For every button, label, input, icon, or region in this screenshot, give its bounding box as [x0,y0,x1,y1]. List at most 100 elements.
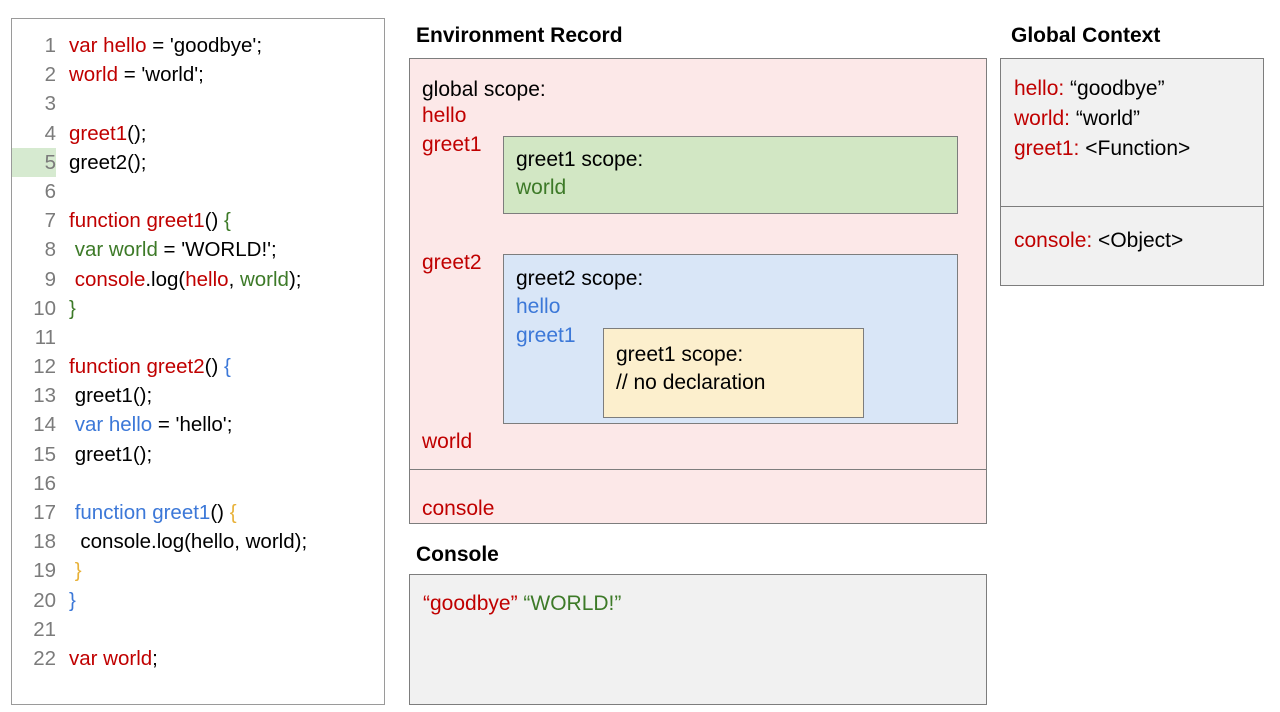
object-key: console: [1014,229,1093,252]
code-token: () [210,501,230,524]
code-line[interactable]: 17 function greet1() { [12,498,384,527]
code-token: () [204,209,224,233]
global-binding-greet1: greet1 [422,133,482,156]
global-context-objects-region: console: <Object> [1001,207,1263,285]
line-number: 7 [44,209,56,233]
line-number: 18 [33,530,56,554]
code-token: = 'WORLD!'; [157,238,277,262]
line-number: 20 [33,588,56,612]
code-token: { [229,501,237,524]
code-token: greet1(); [69,384,153,408]
code-line-text: var world = 'WORLD!'; [56,235,277,264]
line-number: 8 [44,238,56,262]
line-number: 14 [33,413,56,437]
code-line[interactable]: 22 var world; [12,644,384,673]
code-line-text: console.log(hello, world); [56,527,307,556]
code-token: { [223,209,231,233]
variable-key: greet1: [1014,137,1080,160]
console-title: Console [416,543,499,566]
code-line[interactable]: 19 } [12,556,384,585]
code-token: ; [152,646,158,670]
greet2-scope-binding-greet1: greet1 [516,324,576,347]
code-line[interactable]: 8 var world = 'WORLD!'; [12,235,384,264]
global-context-variable-row: world: “world” [1014,107,1140,131]
code-line[interactable]: 9 console.log(hello, world); [12,265,384,294]
code-line-text: var hello = 'goodbye'; [56,31,262,60]
variable-value: <Function> [1079,137,1191,160]
code-token: greet1 [69,121,128,145]
environment-record-panel: global scope: hello greet1 greet2 world … [409,58,987,524]
code-token: var world [69,238,158,262]
code-token: .log( [145,267,186,291]
line-number: 15 [33,442,56,466]
code-line[interactable]: 10} [12,294,384,323]
nested-greet1-scope-note: // no declaration [616,371,766,394]
greet1-scope-box: greet1 scope: world [503,136,958,214]
code-line-text: greet2(); [56,148,146,177]
code-line[interactable]: 11 [12,323,384,352]
code-line-text: var hello = 'hello'; [56,410,233,439]
greet2-scope-binding-hello: hello [516,295,561,318]
greet1-scope-label: greet1 scope: [516,148,644,171]
line-number: 16 [33,471,56,495]
line-number: 5 [12,147,56,177]
nested-greet1-scope-label: greet1 scope: [616,343,744,366]
code-line-text: world = 'world'; [56,60,204,89]
code-line[interactable]: 13 greet1(); [12,381,384,410]
nested-greet1-scope-box: greet1 scope: // no declaration [603,328,864,418]
variable-key: world: [1014,107,1071,130]
code-line-text: function greet2() { [56,352,231,381]
code-line-text: } [56,294,76,323]
code-line-text: console.log(hello, world); [56,265,302,294]
code-token: ); [288,267,302,291]
code-token: , [228,267,240,291]
global-context-variable-row: hello: “goodbye” [1014,77,1165,101]
code-line-text: greet1(); [56,440,152,469]
code-token: world [239,267,289,291]
console-output: “goodbye” “WORLD!” [423,592,621,616]
code-line-text: function greet1() { [56,498,237,527]
code-token: () [204,355,224,379]
line-number: 6 [44,179,56,203]
code-line[interactable]: 21 [12,615,384,644]
code-line[interactable]: 3 [12,89,384,118]
code-line-text: function greet1() { [56,206,231,235]
code-line[interactable]: 14 var hello = 'hello'; [12,410,384,439]
code-line-text: } [56,586,76,615]
code-line[interactable]: 16 [12,469,384,498]
line-number: 3 [44,92,56,116]
line-number: 13 [33,384,56,408]
code-line[interactable]: 18 console.log(hello, world); [12,527,384,556]
global-context-panel: hello: “goodbye” world: “world” greet1: <F… [1000,58,1264,286]
line-number: 22 [33,646,56,670]
greet1-scope-binding-world: world [516,176,567,199]
greet2-scope-label: greet2 scope: [516,267,644,290]
global-binding-hello: hello [422,104,467,127]
code-line[interactable]: 15 greet1(); [12,440,384,469]
code-token: = 'goodbye'; [146,34,263,57]
line-number: 21 [33,617,56,641]
code-line-text: } [56,556,82,585]
code-token: var hello [69,34,147,57]
global-binding-world: world [422,430,473,453]
code-token: var world [69,646,153,670]
variable-value: “world” [1070,107,1141,130]
variable-value: “goodbye” [1064,77,1165,100]
code-token: = 'world'; [118,63,204,87]
console-panel: “goodbye” “WORLD!” [409,574,987,705]
code-token: greet1(); [69,442,153,466]
code-token: function greet1 [69,501,211,524]
line-number: 1 [44,34,56,57]
code-token: function greet2 [69,355,205,379]
line-number: 12 [33,355,56,379]
code-line[interactable]: 6 [12,177,384,206]
code-line[interactable]: 20} [12,586,384,615]
